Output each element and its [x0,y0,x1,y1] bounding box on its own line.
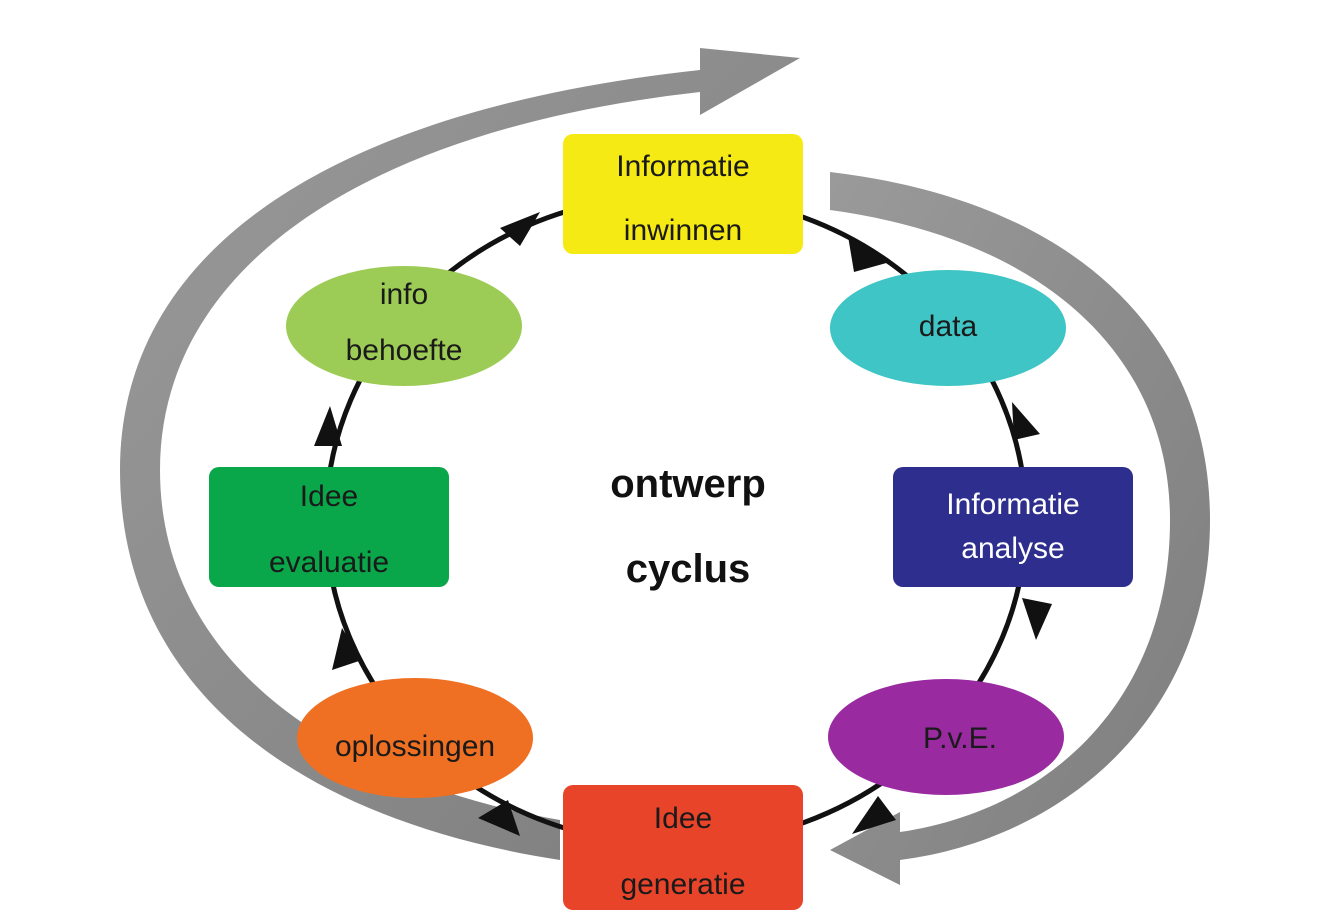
node-pve: P.v.E. [828,679,1064,795]
node-data: data [830,270,1066,386]
node-informatie-inwinnen: Informatie inwinnen [563,134,803,254]
cycle-arrowhead [332,628,362,670]
cycle-arrowhead [1012,402,1040,440]
node-ellipse [830,270,1066,386]
node-label-line1: info [380,278,428,311]
node-idee-generatie: Idee generatie [563,785,803,910]
node-ellipse [297,678,533,798]
node-info-behoefte: info behoefte [286,266,522,386]
node-informatie-analyse: Informatie analyse [893,467,1133,587]
node-label: oplossingen [335,730,495,763]
node-label-line2: evaluatie [269,546,389,579]
node-label-line1: Informatie [616,150,749,183]
node-label: P.v.E. [923,722,997,755]
center-title-line1: ontwerp [610,462,766,506]
node-label-line1: Idee [300,480,358,513]
node-box [893,467,1133,587]
node-label-line1: Informatie [946,488,1079,521]
node-idee-evaluatie: Idee evaluatie [209,467,449,587]
node-box [563,785,803,910]
node-label-line2: analyse [961,532,1064,565]
node-oplossingen: oplossingen [297,678,533,798]
node-label-line2: behoefte [346,334,463,367]
outer-cycle-arrows [120,48,1210,885]
node-ellipse [286,266,522,386]
center-title-line2: cyclus [626,547,751,591]
cycle-arrowhead [500,212,540,246]
cycle-arrowhead [852,796,896,834]
node-label-line1: Idee [654,802,712,835]
node-label: data [919,310,978,343]
node-ellipse [828,679,1064,795]
node-label-line2: inwinnen [624,214,742,247]
node-box [563,134,803,254]
cycle-arrowhead [848,236,890,272]
node-label-line2: generatie [620,868,745,901]
center-title: ontwerp cyclus [610,462,766,591]
cycle-arrowhead [1022,598,1052,640]
outer-arrow-right-arc [830,172,1210,885]
node-box [209,467,449,587]
cycle-arrowhead [478,800,520,836]
cycle-arrowhead [314,406,342,446]
